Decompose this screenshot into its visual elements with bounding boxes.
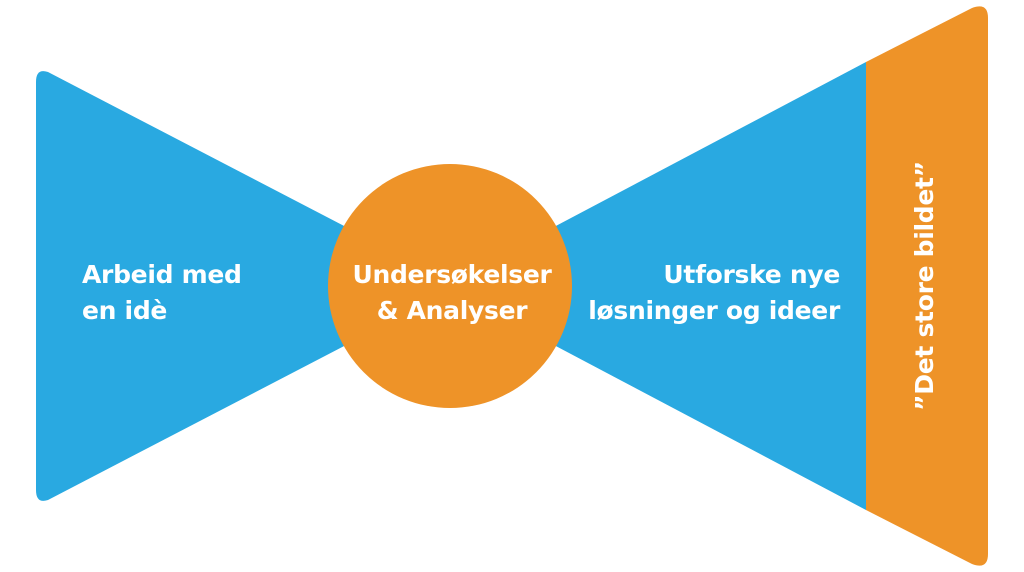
left-label-line1: Arbeid med bbox=[82, 260, 242, 289]
left-label-line2: en idè bbox=[82, 296, 168, 325]
center-label-line1: Undersøkelser bbox=[352, 260, 552, 289]
center-label-line2: & Analyser bbox=[376, 296, 528, 325]
left-funnel-shape bbox=[36, 71, 348, 501]
right-label: Utforske nye løsninger og ideer bbox=[588, 257, 840, 329]
big-picture-label: ”Det store bildet” bbox=[910, 161, 939, 411]
center-circle-shape bbox=[328, 164, 572, 408]
left-label: Arbeid med en idè bbox=[82, 257, 242, 329]
right-label-line2: løsninger og ideer bbox=[588, 296, 840, 325]
center-label: Undersøkelser & Analyser bbox=[332, 257, 572, 329]
right-funnel-shape bbox=[552, 62, 866, 510]
big-picture-band-shape bbox=[866, 6, 988, 566]
right-label-line1: Utforske nye bbox=[663, 260, 840, 289]
